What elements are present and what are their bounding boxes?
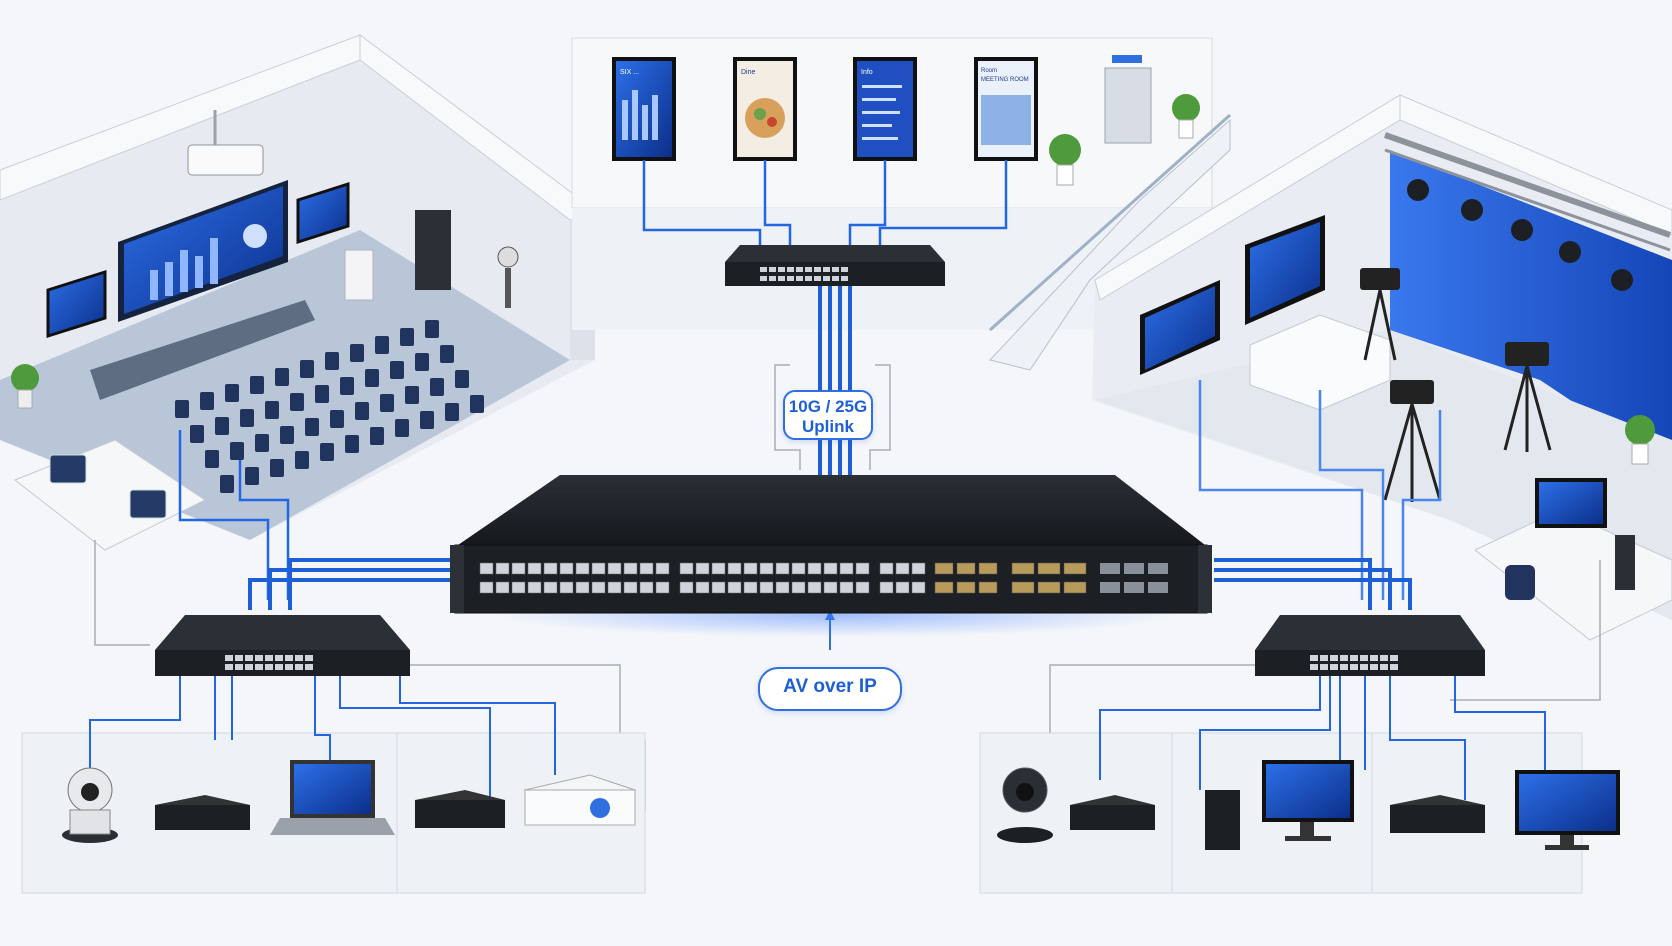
monitor-icon [1262,760,1354,841]
signage-display-4: Room MEETING ROOM [974,57,1038,161]
elevator-door-icon [1104,67,1152,144]
uplink-speed-text: 10G / 25G [788,397,868,416]
svg-text:Dine: Dine [741,69,756,76]
signage-display-3: Info [853,57,917,161]
podium-icon [344,249,374,301]
studio-endpoint-links [1099,676,1546,800]
av-encoder-icon [155,795,250,830]
core-switch-qsfp-ports [1100,563,1168,593]
core-switch-rj45-ports [479,562,926,594]
signage-display-2: Dine [733,57,797,161]
staircase [989,118,1231,371]
ptz-camera-icon [62,767,118,843]
studio-access-switch [1255,615,1485,676]
conference-hall-room [0,34,597,551]
signage-access-switch [725,245,945,286]
uplink-speed-label: 10G / 25G Uplink [783,390,873,440]
anchor-desk [1249,314,1391,411]
av-over-ip-label: AV over IP [758,667,902,711]
studio-light-icon [1407,179,1633,291]
display-monitor-icon [1515,770,1620,850]
studio-camera-icon [1360,268,1400,361]
signage-display-1: SIX ... [612,57,676,161]
core-switch-sfp-ports [934,562,1087,594]
uplink-trunk [248,285,1412,610]
av-decoder-icon [1390,795,1485,833]
projector-icon [523,774,637,826]
network-links [178,160,1442,600]
av-encoder-icon [1070,795,1155,830]
workstation-tower-icon [1205,790,1240,850]
audience-seating [175,320,484,493]
laptop-icon [270,760,395,835]
svg-text:Info: Info [861,69,873,76]
ceiling-projector-icon [187,144,264,176]
svg-text:Room: Room [981,68,997,74]
uplink-text: Uplink [802,417,854,436]
conference-access-switch [155,615,410,676]
plant-icon [11,364,39,392]
svg-text:MEETING ROOM: MEETING ROOM [981,77,1029,83]
ptz-camera-icon [997,767,1053,843]
core-switch [450,475,1212,637]
room-camera-icon [497,246,519,268]
tablet-icon [129,489,167,519]
svg-text:SIX ...: SIX ... [620,69,639,76]
studio-camera-icon [1503,342,1552,452]
av-decoder-icon [415,790,505,828]
signage-lobby-room [571,37,1232,371]
studio-camera-icon [1383,380,1442,502]
control-panel-icon [49,454,87,484]
chair-icon [1505,565,1535,600]
conference-endpoint-links [89,676,556,800]
